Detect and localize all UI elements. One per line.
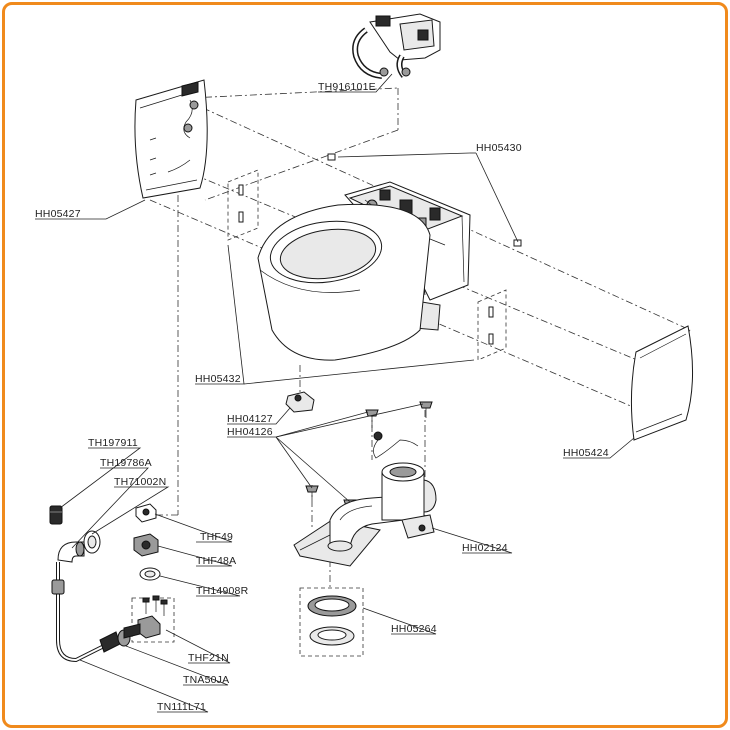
label-th916101e: TH916101E: [318, 81, 376, 93]
label-thf48a: THF48A: [196, 555, 236, 567]
label-thf21n: THF21N: [188, 652, 229, 664]
bracket-tab-icon: [488, 333, 494, 345]
label-hh05430: HH05430: [476, 142, 522, 154]
label-th71002n: TH71002N: [114, 476, 166, 488]
label-hh05264: HH05264: [391, 623, 437, 635]
side-panel-right: [630, 325, 693, 441]
seal-rings: [307, 595, 357, 646]
label-hh04126: HH04126: [227, 426, 273, 438]
label-tna50ja: TNA50JA: [183, 674, 229, 686]
label-th197911: TH197911: [88, 437, 138, 449]
drain-assembly: [293, 462, 437, 567]
label-thf49: THF49: [200, 531, 233, 543]
label-hh05424: HH05424: [563, 447, 609, 459]
label-hh02124: HH02124: [462, 542, 508, 554]
label-hh05432: HH05432: [195, 373, 241, 385]
label-hh05427: HH05427: [35, 208, 81, 220]
label-th14908r: TH14908R: [196, 585, 249, 597]
supply-parts: [49, 503, 168, 663]
bracket-tab-icon: [488, 306, 494, 318]
leader-lines: [35, 73, 635, 713]
bracket-tab-icon: [238, 184, 244, 196]
bracket-hh04127: [285, 391, 315, 413]
label-tn111l71: TN111L71: [157, 701, 206, 713]
bracket-tab-icon: [238, 211, 244, 223]
clip-b-icon: [513, 239, 522, 247]
toilet-unit: [257, 181, 471, 361]
label-th19786a: TH19786A: [100, 457, 152, 469]
side-panel-left: [134, 79, 208, 199]
clip-a-icon: [327, 153, 336, 161]
valve-assembly-top: [352, 13, 441, 79]
label-hh04127: HH04127: [227, 413, 273, 425]
part-labels: TH916101E HH05430 HH05427 HH05432 HH0412…: [35, 81, 609, 713]
